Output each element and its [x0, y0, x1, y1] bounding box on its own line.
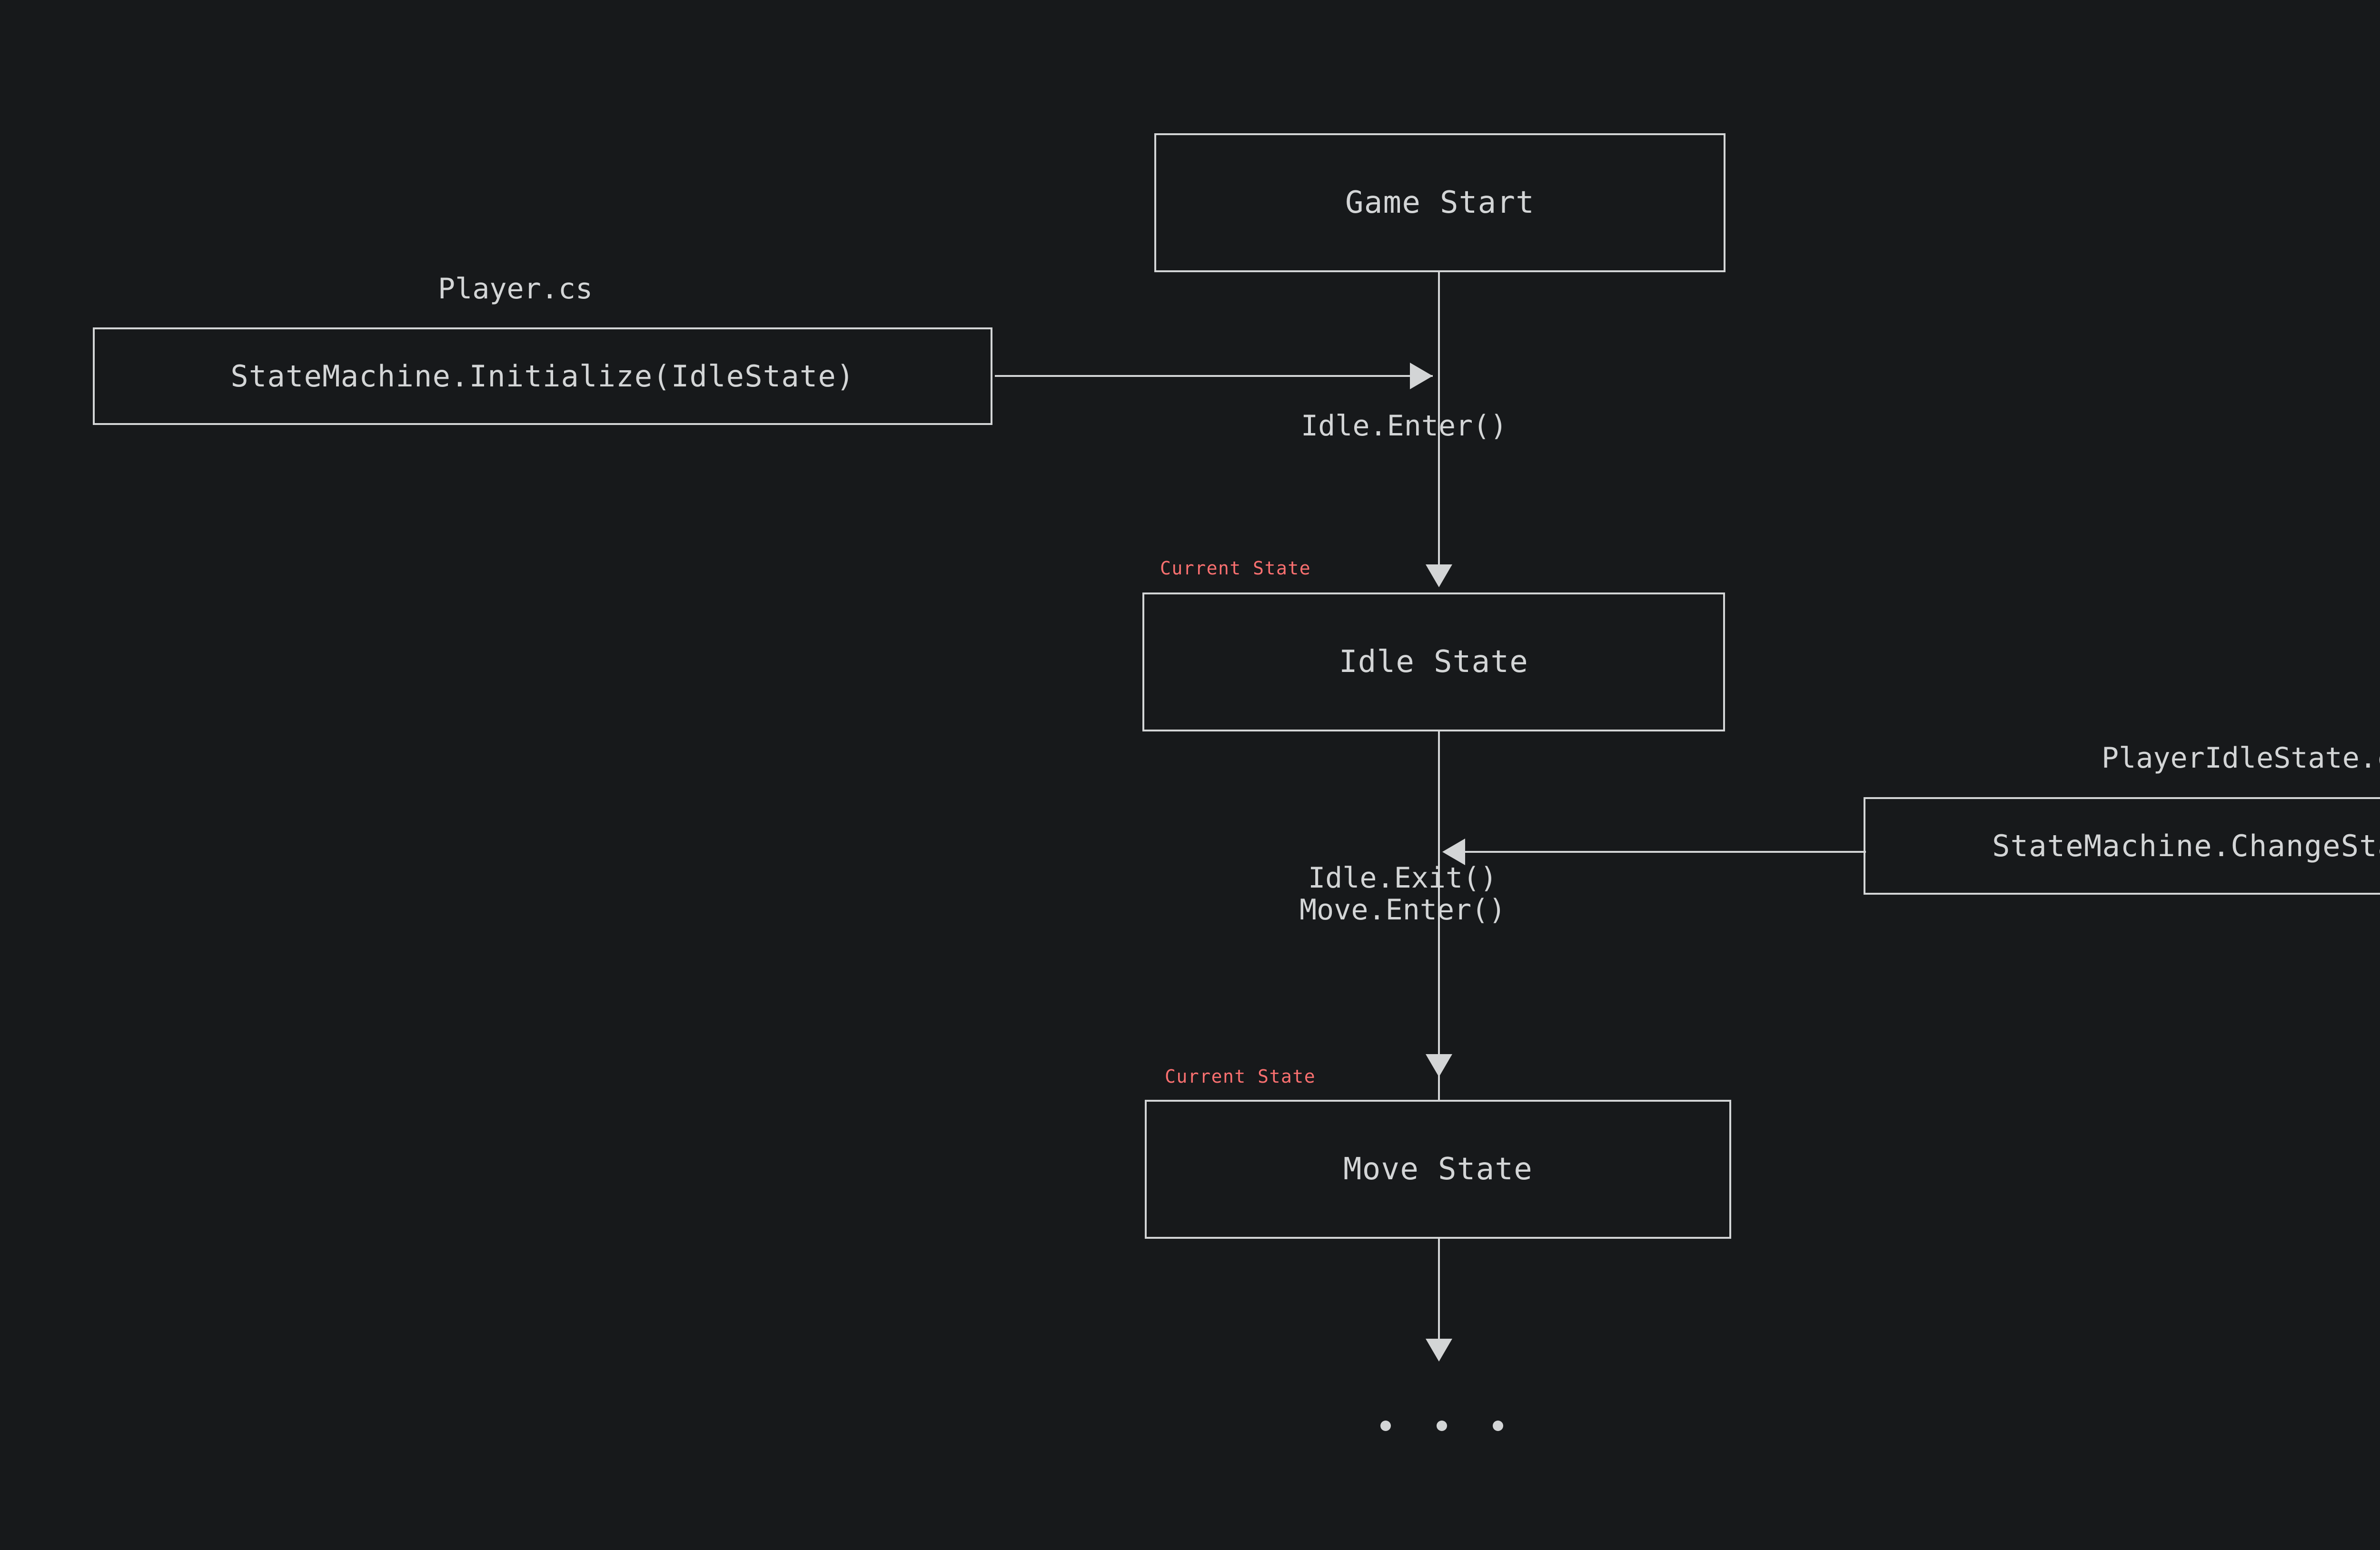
current-state-marker-idle: Current State: [1160, 558, 1311, 579]
current-state-marker-move: Current State: [1165, 1066, 1316, 1087]
file-caption-playeridlestate-cs: PlayerIdleState.cs: [2102, 741, 2380, 775]
ellipsis-continuation: [1380, 1421, 1503, 1431]
node-idle-state-label: Idle State: [1339, 644, 1529, 680]
ellipsis-dot: [1380, 1421, 1391, 1431]
arrow-down-icon-to-idle: [1426, 564, 1452, 587]
node-game-start-label: Game Start: [1345, 185, 1535, 220]
file-caption-player-cs: Player.cs: [438, 272, 593, 306]
code-box-player-cs-call: StateMachine.Initialize(IdleState): [230, 359, 855, 394]
arrow-down-icon-to-ellipsis: [1426, 1339, 1452, 1362]
node-game-start[interactable]: Game Start: [1154, 133, 1726, 272]
arrow-right-icon-initialize: [1410, 363, 1433, 389]
transition-label-idle-to-move: Idle.Exit() Move.Enter(): [1299, 861, 1506, 927]
code-box-player-cs[interactable]: StateMachine.Initialize(IdleState): [93, 327, 992, 425]
connector-move-to-ellipsis: [1438, 1239, 1440, 1339]
arrow-down-icon-to-move: [1426, 1054, 1452, 1077]
node-move-state[interactable]: Move State: [1145, 1100, 1731, 1239]
connector-gamestart-to-idle: [1438, 272, 1440, 564]
connector-playeridlestate-to-flow: [1464, 851, 1866, 853]
node-move-state-label: Move State: [1343, 1152, 1533, 1187]
connector-player-cs-to-flow: [995, 375, 1433, 377]
arrow-left-icon-changestate: [1442, 839, 1465, 865]
ellipsis-dot: [1437, 1421, 1447, 1431]
transition-label-to-idle: Idle.Enter(): [1301, 409, 1507, 443]
connector-idle-to-move: [1438, 731, 1440, 1255]
node-idle-state[interactable]: Idle State: [1142, 592, 1725, 731]
ellipsis-dot: [1493, 1421, 1503, 1431]
